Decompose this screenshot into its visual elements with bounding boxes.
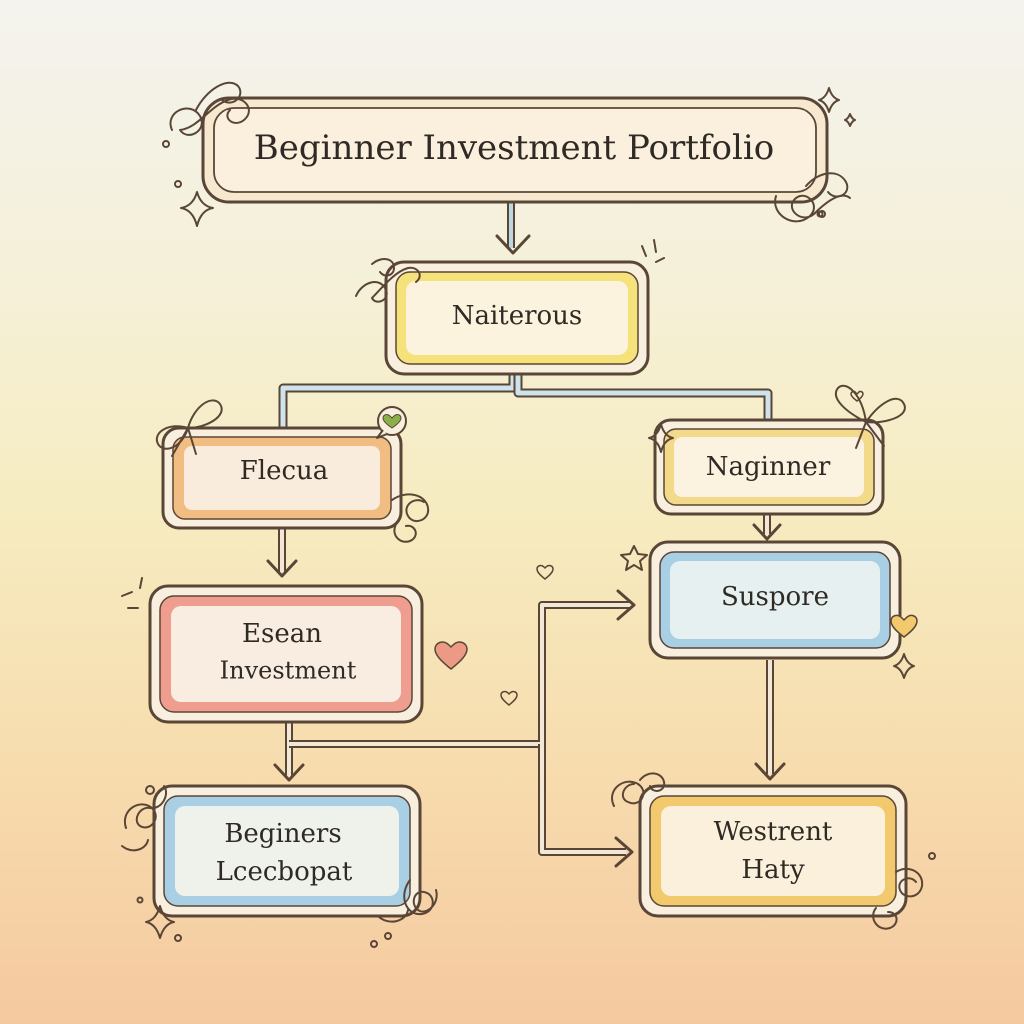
sparkle-icon bbox=[648, 423, 674, 453]
heart-icon bbox=[434, 641, 468, 670]
burst-lines-icon bbox=[121, 577, 143, 609]
dot-decoration bbox=[816, 210, 824, 218]
title-text: Beginner Investment Portfolio bbox=[254, 128, 774, 168]
arrow-suspore-to-westrent bbox=[754, 660, 786, 781]
node-suspore: Suspore bbox=[648, 540, 902, 660]
bow-icon bbox=[835, 385, 906, 449]
sparkle-icon bbox=[844, 113, 856, 127]
dot-decoration bbox=[174, 934, 182, 942]
node-westrent: Westrent Haty bbox=[638, 784, 908, 918]
node-flecua: Flecua bbox=[161, 426, 403, 530]
swirl-flourish-icon bbox=[121, 785, 168, 852]
node-suspore-label: Suspore bbox=[721, 582, 829, 612]
node-beginers-label-line2: Lcecbopat bbox=[216, 857, 353, 887]
title-node: Beginner Investment Portfolio bbox=[201, 96, 829, 204]
node-naiterous-label: Naiterous bbox=[452, 301, 583, 331]
swirl-flourish-icon bbox=[774, 172, 851, 223]
sparkle-icon bbox=[620, 545, 648, 571]
bow-icon bbox=[155, 399, 223, 457]
swirl-flourish-icon bbox=[162, 81, 250, 148]
connector-naiterous-split bbox=[278, 372, 773, 430]
node-flecua-label: Flecua bbox=[240, 456, 329, 486]
sparkle-icon bbox=[180, 191, 214, 227]
heart-icon bbox=[850, 390, 864, 402]
connectors bbox=[266, 200, 786, 868]
node-esean-investment: Esean Investment bbox=[148, 584, 424, 724]
node-esean-label-line1: Esean bbox=[242, 619, 322, 649]
swirl-flourish-icon bbox=[611, 772, 666, 807]
arrow-title-to-naiterous bbox=[495, 200, 531, 255]
chat-heart-bubble-icon bbox=[376, 406, 407, 439]
node-beginers-label-line1: Beginers bbox=[224, 819, 341, 849]
hearts bbox=[434, 390, 918, 706]
heart-icon bbox=[500, 690, 518, 706]
sparkle-icon bbox=[818, 87, 840, 113]
node-naiterous: Naiterous bbox=[384, 260, 650, 376]
dot-decoration bbox=[174, 180, 182, 188]
swirl-flourish-icon bbox=[377, 879, 438, 940]
arrow-esean-to-beginers bbox=[273, 720, 305, 782]
arrow-naginner-to-suspore bbox=[752, 514, 782, 541]
node-westrent-label-line1: Westrent bbox=[714, 817, 833, 847]
heart-icon bbox=[536, 564, 554, 580]
swirl-flourish-icon bbox=[355, 258, 421, 303]
dot-decoration bbox=[370, 940, 378, 948]
sparkle-icon bbox=[145, 905, 175, 939]
heart-icon bbox=[890, 614, 918, 638]
arrow-flecua-to-esean bbox=[266, 526, 298, 578]
node-naginner: Naginner bbox=[653, 418, 885, 516]
dot-decoration bbox=[136, 896, 144, 904]
sparkle-icon bbox=[893, 653, 915, 679]
node-beginers: Beginers Lcecbopat bbox=[152, 784, 422, 918]
node-westrent-label-line2: Haty bbox=[741, 855, 805, 885]
swirl-flourish-icon bbox=[391, 493, 430, 543]
burst-lines-icon bbox=[641, 239, 665, 263]
swirl-flourish-icon bbox=[872, 852, 936, 930]
connector-esean-to-right bbox=[289, 589, 636, 868]
decorations bbox=[121, 81, 936, 948]
node-esean-label-line2: Investment bbox=[220, 657, 357, 685]
node-naginner-label: Naginner bbox=[706, 452, 831, 482]
